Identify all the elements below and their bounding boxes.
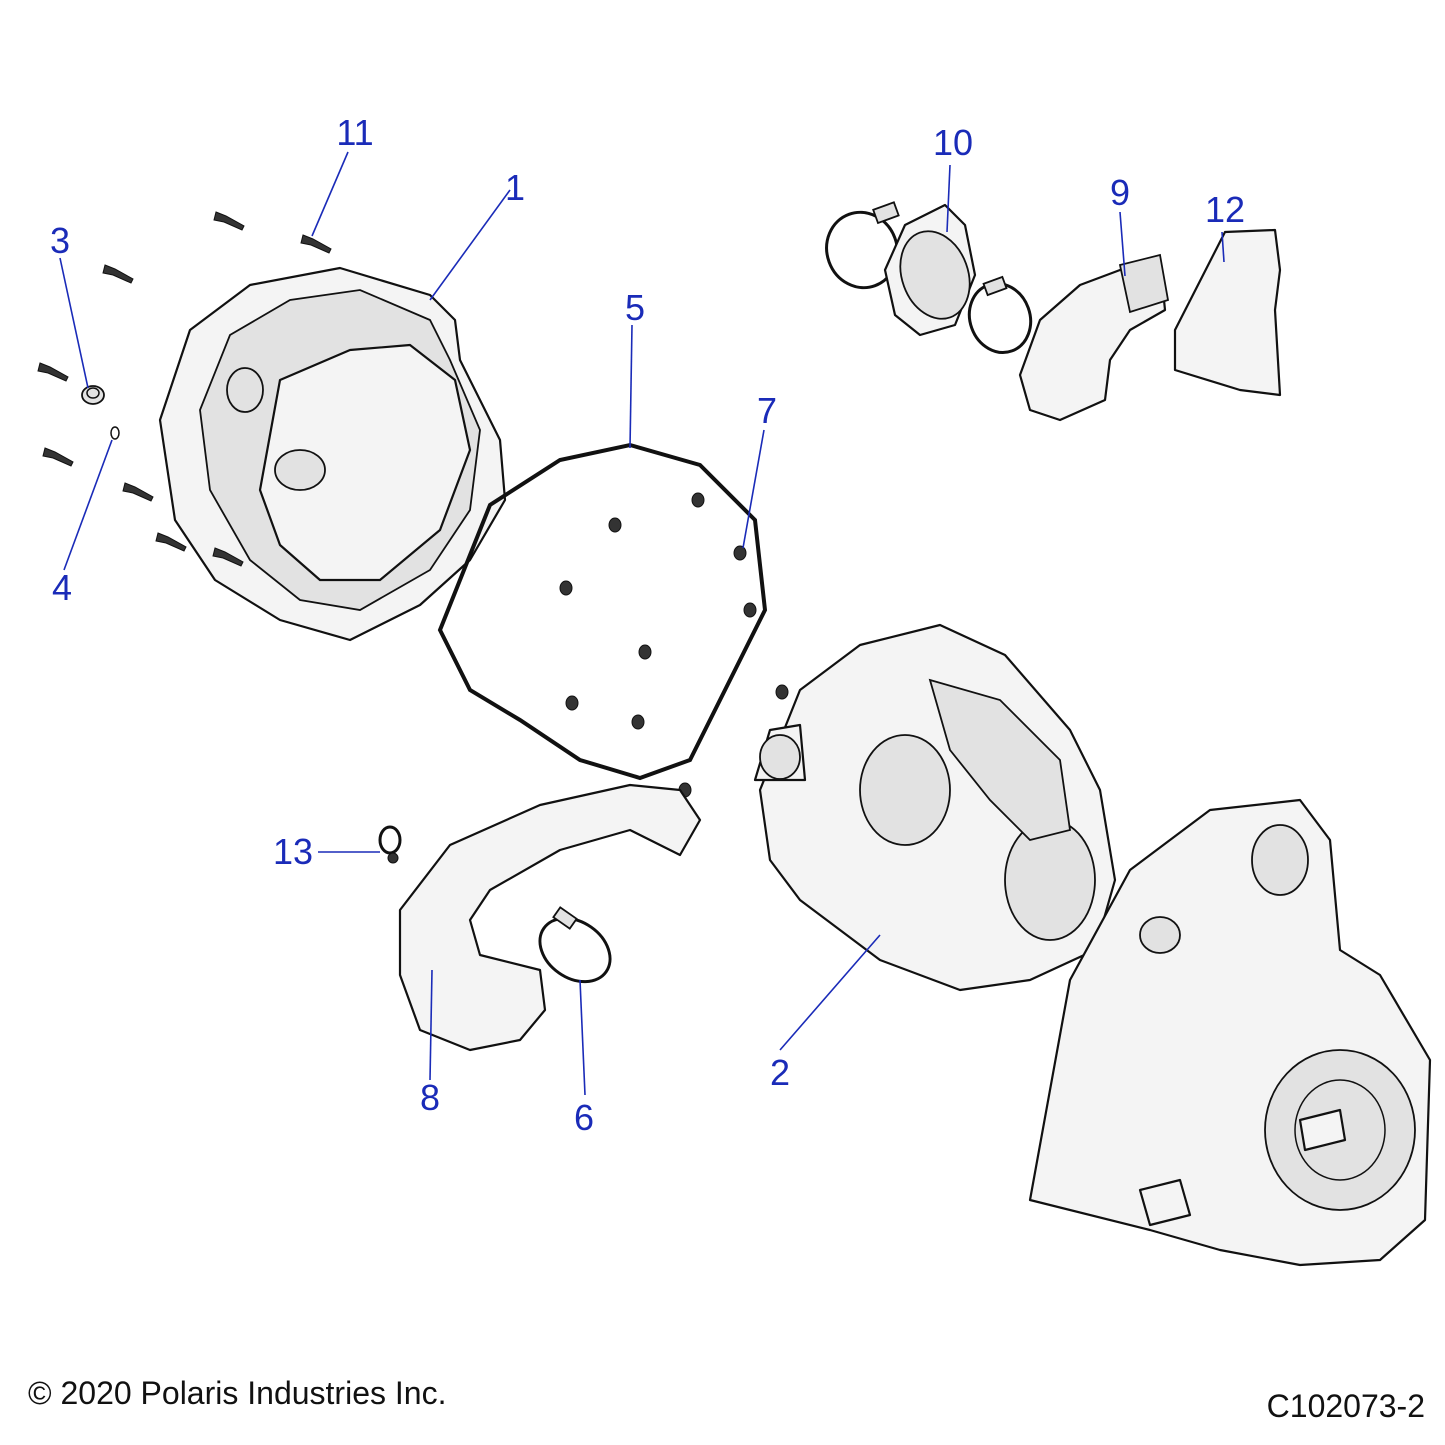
clip-13 [378, 825, 402, 864]
leader-lines [59, 151, 1225, 1096]
callout-labels: 1 2 3 4 5 6 7 8 9 10 11 12 13 [50, 112, 1245, 1138]
duct-seal-12 [1173, 228, 1282, 397]
cover-gasket [437, 442, 768, 781]
callout-11: 11 [336, 112, 373, 153]
copyright-notice: © 2020 Polaris Industries Inc. [28, 1375, 447, 1411]
callout-5: 5 [625, 287, 645, 328]
hose-clamp-6 [538, 906, 612, 984]
transmission-assembly [1028, 798, 1432, 1267]
callout-9: 9 [1110, 172, 1130, 213]
callout-4: 4 [52, 567, 72, 608]
clamp-left [825, 201, 900, 290]
o-ring [110, 426, 120, 440]
callout-8: 8 [420, 1077, 440, 1118]
callout-13: 13 [273, 831, 313, 872]
callout-12: 12 [1205, 189, 1245, 230]
callout-7: 7 [757, 390, 777, 431]
exhaust-elbow-9 [1018, 253, 1170, 422]
callout-10: 10 [933, 122, 973, 163]
intake-duct [398, 783, 702, 1052]
outer-clutch-cover [158, 266, 507, 642]
duct-coupler-10 [883, 203, 977, 337]
callout-6: 6 [574, 1097, 594, 1138]
stud-group-7 [559, 492, 789, 798]
callout-1: 1 [505, 167, 525, 208]
bolt-group-11 [37, 211, 332, 567]
diagram-code: C102073-2 [1266, 1388, 1425, 1424]
drain-plug [81, 385, 105, 405]
clamp-right [967, 275, 1033, 354]
callout-2: 2 [770, 1052, 790, 1093]
inner-clutch-housing [753, 623, 1117, 992]
callout-3: 3 [50, 220, 70, 261]
